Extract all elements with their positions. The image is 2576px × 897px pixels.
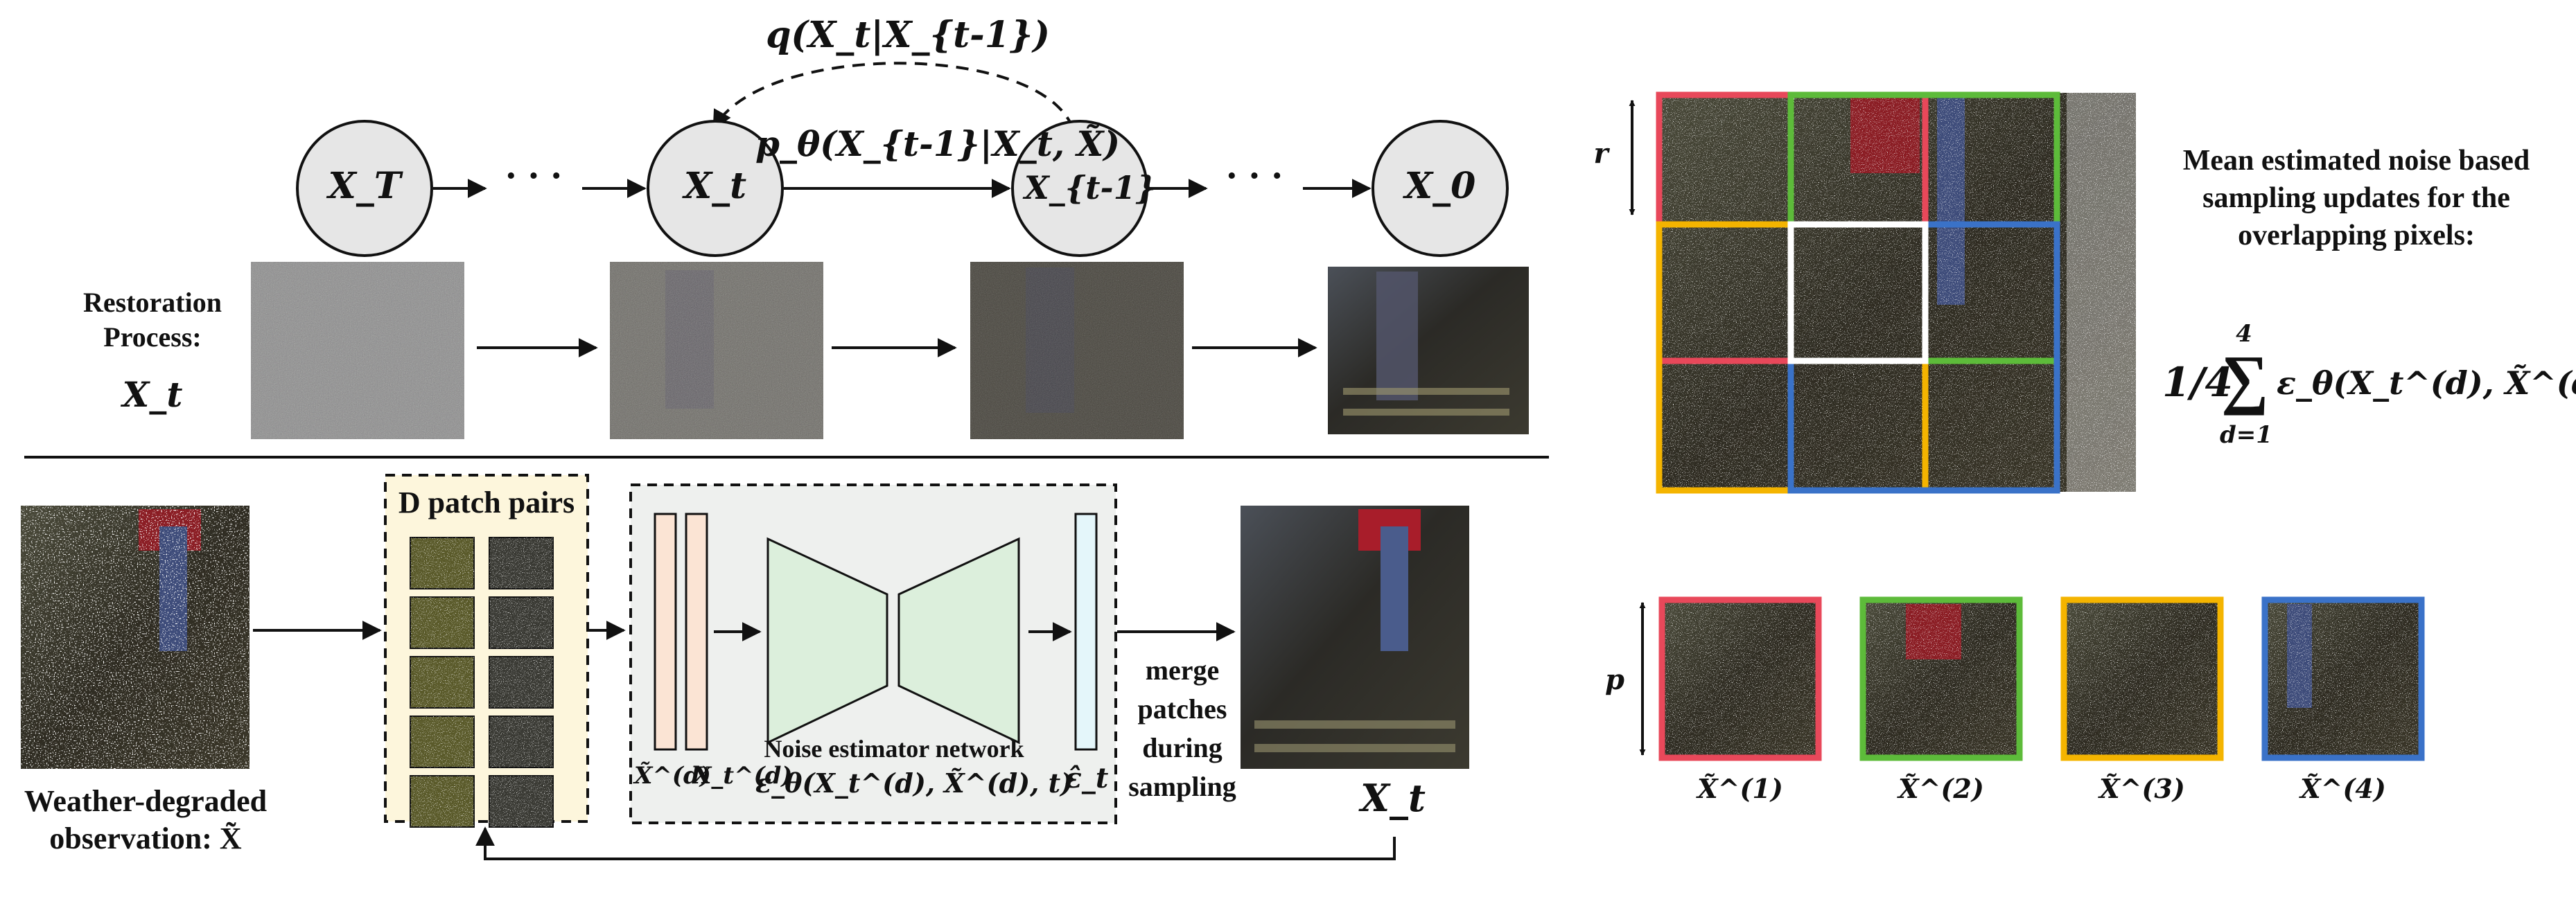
input-caption: Weather-degraded observation: X̃ — [14, 783, 277, 858]
restored-output-image — [1241, 506, 1469, 769]
state-label-x0: X_0 — [1404, 165, 1476, 207]
state-node-xt — [647, 120, 784, 257]
feature-label-condition: X̃^(d) — [634, 762, 711, 790]
overlap-note-line: Mean estimated noise based — [2182, 145, 2530, 177]
unet-decoder — [897, 537, 1020, 745]
patch-2 — [1859, 596, 2023, 761]
merge-caption-line: during — [1142, 732, 1223, 763]
patch-thumbnail-noise — [489, 776, 553, 827]
patch-thumbnail-noise — [489, 716, 553, 767]
patch-thumbnail-noise — [489, 657, 553, 708]
patch-thumbnail-noise — [410, 716, 474, 767]
restoration-label: Restoration Process: — [69, 285, 236, 355]
patch-4 — [2261, 596, 2425, 761]
patch-1 — [1658, 596, 1822, 761]
patch-3 — [2060, 596, 2224, 761]
formula-sum-top: 4 — [2236, 320, 2252, 348]
forward-process-arrow — [712, 62, 1074, 130]
restoration-label-line2: Process: — [103, 321, 202, 353]
state-label-xt-minus-1: X_{t-1} — [1024, 169, 1157, 206]
chain-dots: · · · — [1225, 154, 1284, 197]
patch-thumbnail-noise — [410, 538, 474, 589]
weather-degraded-image — [21, 506, 249, 769]
unet-encoder — [766, 537, 888, 745]
patch-label-1: X̃^(1) — [1697, 773, 1783, 804]
feedback-arrow — [475, 826, 1396, 860]
merge-caption-line: patches — [1137, 693, 1227, 725]
feature-bar-condition — [654, 513, 677, 751]
patch-thumbnail-noise — [410, 776, 474, 827]
formula-body: ε_θ(X_t^(d), X̃^(d), t) — [2277, 364, 2576, 402]
patch-box-title: D patch pairs — [398, 486, 575, 519]
output-variable: X_t — [1360, 776, 1426, 820]
merge-caption-line: merge — [1145, 655, 1220, 686]
state-node-xt-minus-1 — [1011, 120, 1148, 257]
feature-bar-noisy — [685, 513, 708, 751]
input-caption-line1: Weather-degraded — [24, 784, 268, 818]
forward-process-label: q(X_t|X_{t-1}) — [766, 14, 1050, 56]
overlap-note-line: sampling updates for the — [2202, 182, 2510, 214]
overlap-note-line: overlapping pixels: — [2238, 220, 2475, 251]
network-label: Noise estimator network — [764, 735, 1024, 763]
patch-thumbnail-noise — [410, 597, 474, 648]
restoration-image-xt-minus-1 — [970, 262, 1184, 439]
epsilon-bar — [1074, 513, 1098, 751]
overlap-region — [1787, 221, 1929, 364]
patch-thumbnail-noise — [410, 657, 474, 708]
restoration-image-x0 — [1328, 267, 1529, 434]
formula-sum-sign: ∑ — [2220, 341, 2269, 416]
overlap-note: Mean estimated noise based sampling upda… — [2148, 142, 2564, 254]
state-label-xT: X_T — [328, 165, 401, 207]
state-node-x0 — [1372, 120, 1509, 257]
restoration-image-xt — [610, 262, 823, 439]
chain-dots: · · · — [504, 154, 563, 197]
state-node-xT — [296, 120, 433, 257]
overlap-grid-image — [1658, 93, 2136, 492]
patch-thumbnail-noise — [489, 597, 553, 648]
merge-caption: merge patches during sampling — [1113, 651, 1252, 806]
restoration-label-line1: Restoration — [83, 287, 222, 318]
reverse-step-label: p_θ(X_{t-1}|X_t, X̃) — [755, 123, 1121, 164]
merge-caption-line: sampling — [1128, 771, 1236, 802]
restoration-variable: X_t — [122, 374, 183, 415]
network-formula: ε_θ(X_t^(d), X̃^(d), t) — [755, 767, 1074, 799]
state-label-xt: X_t — [683, 165, 747, 207]
dimension-p-label: p — [1605, 664, 1624, 696]
patch-thumbnail-noise — [489, 538, 553, 589]
patch-label-4: X̃^(4) — [2300, 773, 2386, 804]
dimension-r-label: r — [1593, 137, 1609, 170]
patch-thumbnail-grid — [410, 537, 554, 828]
patch-label-2: X̃^(2) — [1898, 773, 1984, 804]
epsilon-hat-label: ε̂_t — [1064, 762, 1109, 794]
restoration-image-noise — [251, 262, 464, 439]
formula-fraction: 1/4 — [2162, 359, 2233, 406]
input-caption-line2: observation: X̃ — [49, 821, 242, 855]
feature-label-noisy: X_t^(d) — [693, 762, 793, 790]
patch-label-3: X̃^(3) — [2099, 773, 2185, 804]
formula-sum-bottom: d=1 — [2220, 421, 2272, 449]
